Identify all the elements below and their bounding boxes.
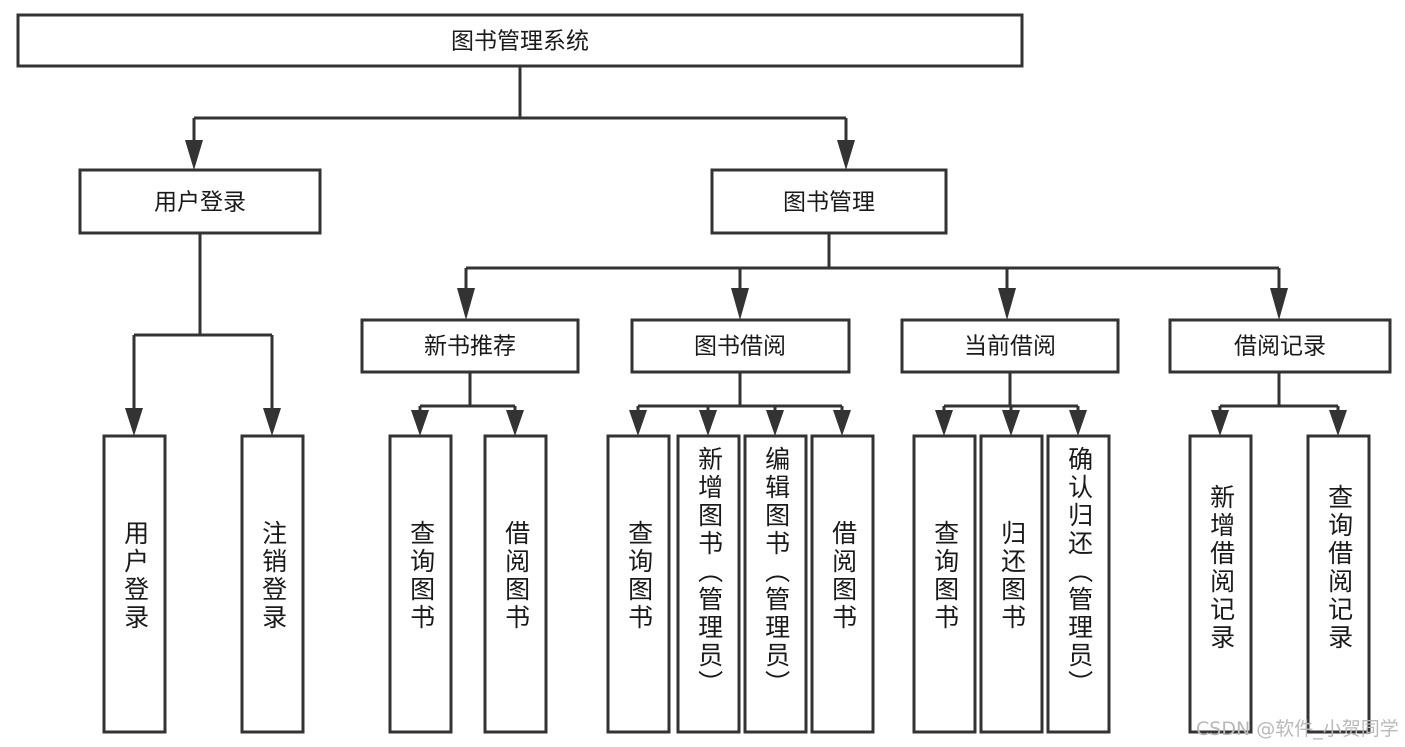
node-leaf-borrow-book-2[interactable] — [810, 434, 875, 734]
connector-root-to-level2 — [185, 66, 855, 170]
connector-bookmanage-to-level3 — [457, 233, 1288, 320]
connector-currentborrow-to-leaves — [935, 372, 1087, 436]
node-leaf-query-book-2[interactable] — [606, 434, 671, 734]
node-leaf-confirm-return[interactable] — [1046, 434, 1111, 734]
node-root[interactable]: 图书管理系统 — [16, 13, 1024, 68]
node-leaf-add-book[interactable] — [676, 434, 741, 734]
node-leaf-logout[interactable] — [240, 434, 305, 734]
node-leaf-query-record[interactable] — [1306, 434, 1371, 734]
node-leaf-edit-book[interactable] — [743, 434, 808, 734]
node-leaf-query-book-1[interactable] — [388, 434, 453, 734]
connector-borrowrecord-to-leaves — [1211, 372, 1347, 436]
node-new-book-rec[interactable]: 新书推荐 — [360, 318, 580, 374]
node-book-borrow-label: 图书借阅 — [694, 334, 786, 360]
node-leaf-add-record[interactable] — [1188, 434, 1253, 734]
node-leaf-query-book-3[interactable] — [912, 434, 977, 734]
node-book-manage-label: 图书管理 — [783, 190, 875, 216]
node-book-manage[interactable]: 图书管理 — [710, 168, 948, 235]
connector-newbookrec-to-leaves — [411, 372, 524, 436]
node-current-borrow[interactable]: 当前借阅 — [900, 318, 1120, 374]
node-borrow-record[interactable]: 借阅记录 — [1168, 318, 1392, 374]
node-leaf-return-book[interactable] — [979, 434, 1044, 734]
node-book-borrow[interactable]: 图书借阅 — [630, 318, 851, 374]
node-new-book-rec-label: 新书推荐 — [424, 334, 516, 360]
node-current-borrow-label: 当前借阅 — [964, 334, 1056, 360]
node-borrow-record-label: 借阅记录 — [1234, 334, 1326, 360]
node-user-login-label: 用户登录 — [154, 190, 246, 216]
node-leaf-borrow-book-1[interactable] — [483, 434, 548, 734]
node-user-login[interactable]: 用户登录 — [78, 168, 322, 235]
node-root-label: 图书管理系统 — [451, 29, 589, 55]
connector-bookborrow-to-leaves — [629, 372, 851, 436]
node-leaf-user-login[interactable] — [102, 434, 167, 734]
connector-userlogin-to-leaves — [125, 233, 281, 436]
